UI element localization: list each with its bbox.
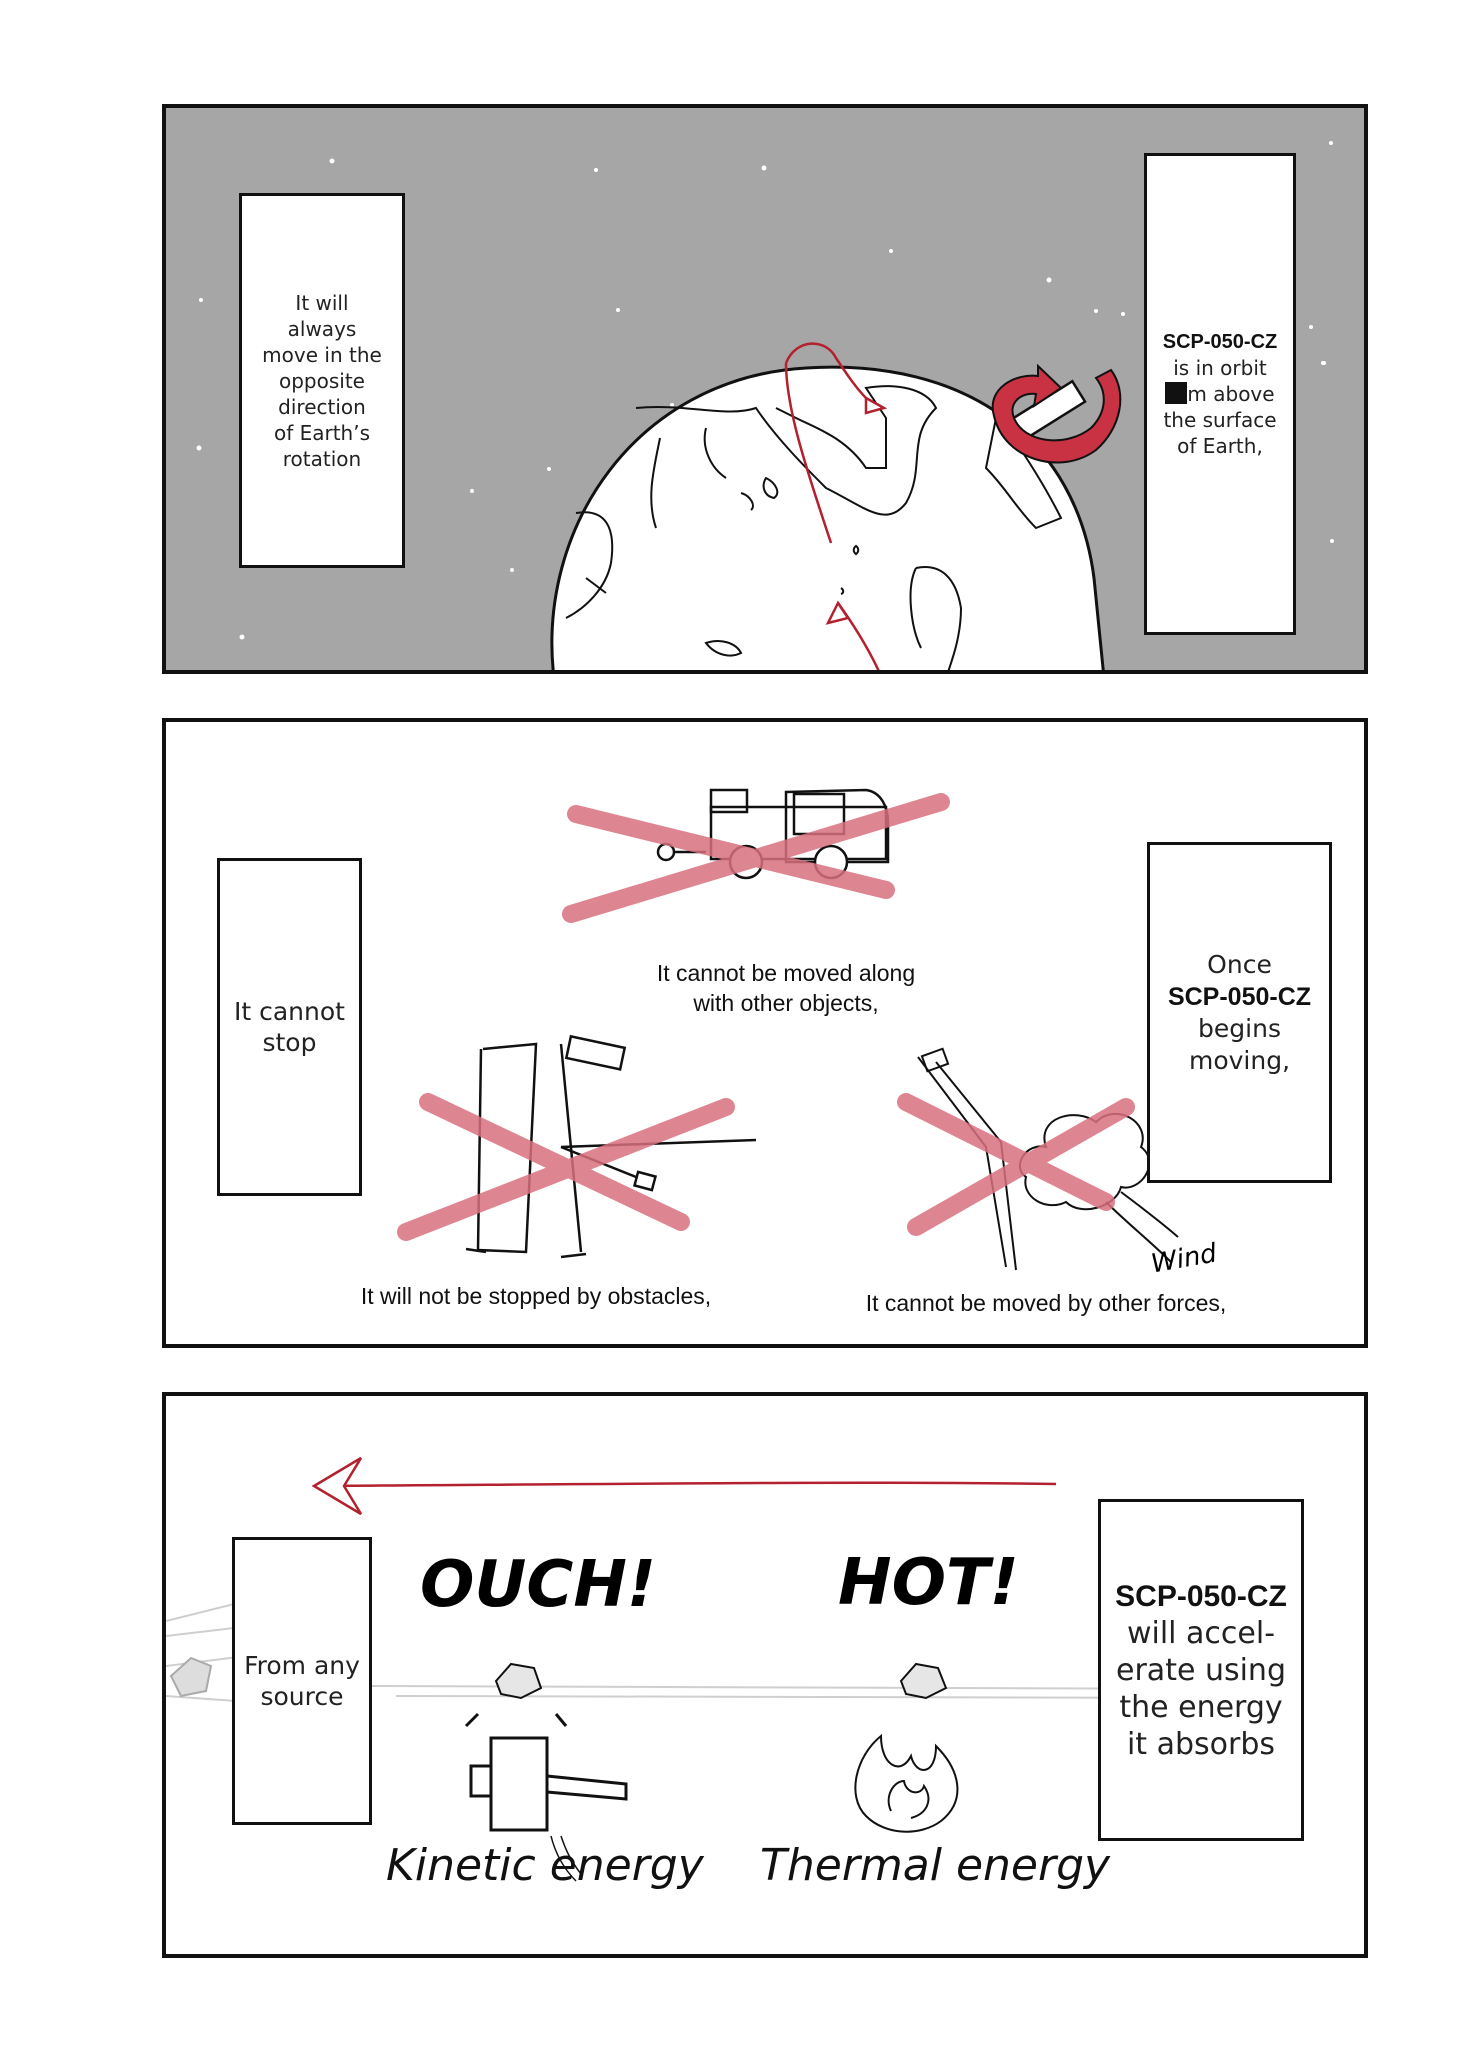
text-line: opposite (278, 368, 365, 393)
orbit-arrow (784, 342, 888, 670)
flame-icon (854, 1733, 959, 1833)
sfx-hot: HOT! (838, 1546, 1019, 1620)
text-line: is in orbit (1173, 356, 1267, 380)
text-line: it absorbs (1126, 1726, 1276, 1762)
text-line: stop (262, 1028, 317, 1057)
scp-name: SCP-050-CZ (1167, 982, 1312, 1011)
text-line: From any (244, 1651, 360, 1680)
caption-pillar: It will not be stopped by obstacles, (360, 1283, 712, 1309)
earth (550, 365, 1105, 670)
text-line: direction (278, 394, 366, 419)
text-line: of Earth’s (273, 420, 371, 445)
text-line: erate using (1116, 1652, 1286, 1688)
text-line: of Earth, (1177, 434, 1263, 458)
panel-orbit: It will always move in the opposite dire… (162, 104, 1368, 674)
scp-name: SCP-050-CZ (1162, 331, 1278, 353)
scp-name: SCP-050-CZ (1115, 1579, 1287, 1613)
cross-marks (397, 793, 1135, 1241)
rock-faded (169, 1656, 213, 1698)
text-line: It will (295, 290, 349, 315)
unstoppable-illustration (397, 788, 1179, 1271)
caption-box-rotation: It will always move in the opposite dire… (239, 193, 405, 568)
text-line: source (260, 1682, 344, 1711)
text-line: with other objects, (693, 990, 879, 1016)
label-kinetic-energy: Kinetic energy (386, 1840, 704, 1891)
text-line: will accel- (1126, 1615, 1276, 1651)
caption-box-begins-moving: Once SCP-050-CZ begins moving, (1147, 842, 1332, 1183)
text-line: rotation (282, 446, 362, 471)
panel-unstoppable: It cannot stop Once SCP-050-CZ begins mo… (162, 718, 1368, 1348)
caption-wind: It cannot be moved by other forces, (865, 1290, 1227, 1316)
text-line: the energy (1119, 1689, 1283, 1725)
scp-object-rotating (991, 363, 1122, 464)
rock-thermal (899, 1662, 948, 1700)
direction-arrow (311, 1456, 1057, 1516)
hammer-icon (464, 1712, 628, 1882)
text-line: It cannot (234, 997, 345, 1026)
caption-box-accelerate: SCP-050-CZ will accel- erate using the e… (1098, 1499, 1304, 1841)
caption-box-any-source: From any source (232, 1537, 372, 1825)
text-line: moving, (1188, 1045, 1291, 1075)
text-line: m above (1163, 381, 1277, 407)
caption-truck: It cannot be moved along with other obje… (606, 958, 966, 1018)
label-thermal-energy: Thermal energy (760, 1840, 1111, 1891)
text-line: Once (1207, 949, 1272, 979)
sfx-ouch: OUCH! (420, 1548, 657, 1622)
text-line: the surface (1163, 408, 1277, 432)
text-line: always (287, 316, 357, 341)
text-line: move in the (262, 342, 382, 367)
text-line: begins (1198, 1013, 1281, 1043)
caption-box-orbit: SCP-050-CZ is in orbit m above the surfa… (1144, 153, 1296, 635)
redacted-block (1165, 382, 1188, 404)
rock-kinetic (494, 1662, 543, 1700)
orbit-illustration (196, 141, 1334, 670)
text-line: It cannot be moved along (656, 960, 916, 986)
caption-box-cannot-stop: It cannot stop (217, 858, 362, 1196)
panel-energy: From any source SCP-050-CZ will accel- e… (162, 1392, 1368, 1958)
text-fragment: m above (1187, 382, 1275, 406)
